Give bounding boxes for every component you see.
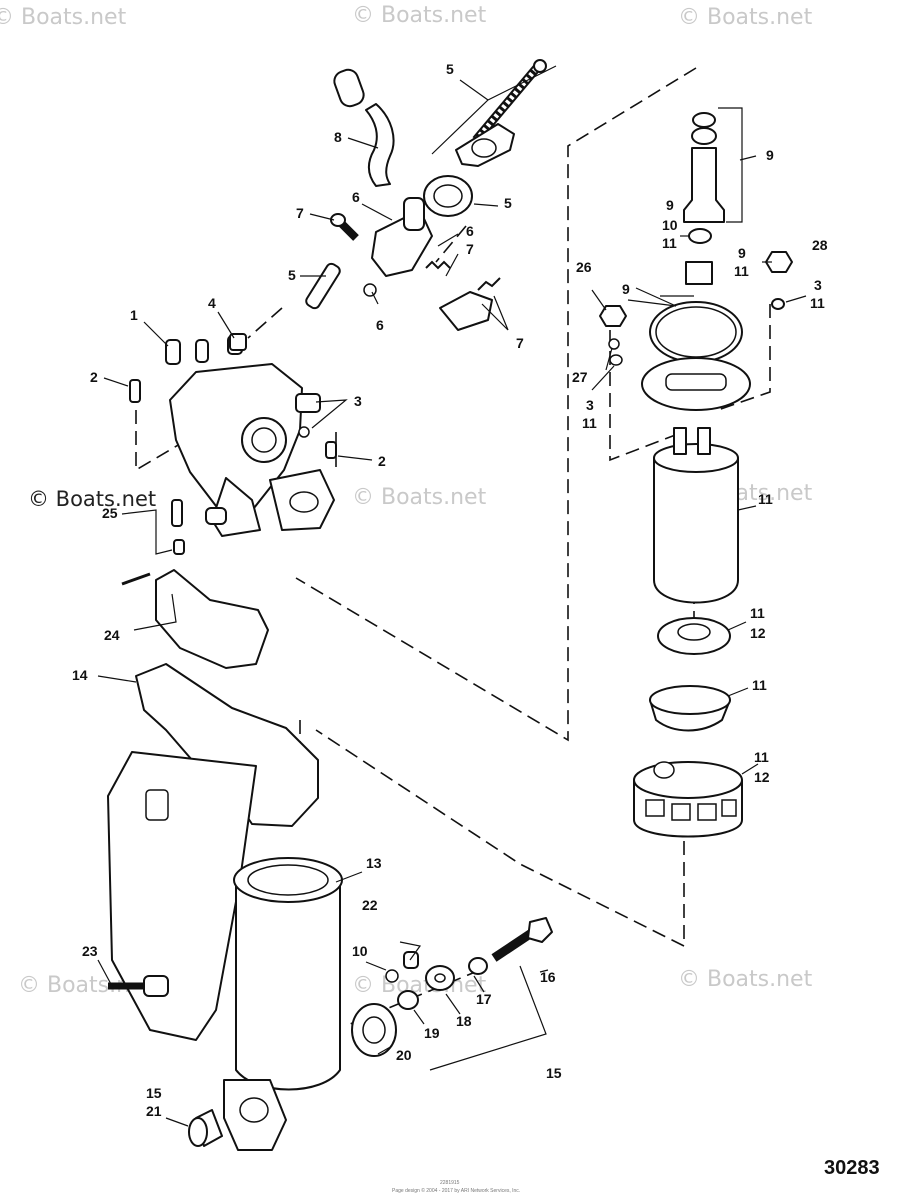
float-parts-24-25 — [121, 499, 269, 669]
callout-6-upper: 6 — [352, 189, 360, 205]
callout-14: 14 — [72, 667, 88, 683]
callout-15-kit: 15 — [546, 1065, 562, 1081]
mount-hardware-parts-16-22 — [351, 917, 553, 1057]
callout-7-screw: 7 — [296, 205, 304, 221]
callout-9-cover: 9 — [622, 281, 630, 297]
footer-line-2: Page design © 2004 - 2017 by ARI Network… — [392, 1187, 520, 1194]
hose-part-8 — [333, 68, 395, 187]
callout-3-lower: 3 — [586, 397, 594, 413]
callout-10-upper: 10 — [662, 217, 678, 233]
callout-11-pump: 11 — [758, 491, 773, 507]
fitting-parts-5 — [305, 59, 547, 310]
callout-9-fitting: 9 — [738, 245, 746, 261]
screw-parts-7 — [330, 213, 501, 331]
callout-12-upper: 12 — [750, 625, 766, 641]
electric-fuel-pump-parts — [599, 112, 793, 838]
callout-13: 13 — [366, 855, 382, 871]
callout-22: 22 — [362, 897, 378, 913]
callout-6-right: 6 — [466, 223, 474, 239]
callout-10-lower: 10 — [352, 943, 368, 959]
callout-1: 1 — [130, 307, 138, 323]
callout-19: 19 — [424, 1025, 440, 1041]
callout-4: 4 — [208, 295, 216, 311]
footer-line-1: 2281915 — [440, 1180, 460, 1186]
gasket-part-14 — [135, 663, 319, 827]
callout-20: 20 — [396, 1047, 412, 1063]
watermark-mid-center: © Boats.net — [352, 485, 487, 510]
callout-26: 26 — [576, 259, 592, 275]
callout-9-mid: 9 — [666, 197, 674, 213]
callout-11-c: 11 — [810, 295, 825, 311]
callout-2-left: 2 — [90, 369, 98, 385]
leader-lines — [97, 65, 807, 1127]
callout-23: 23 — [82, 943, 98, 959]
callout-17: 17 — [476, 991, 492, 1007]
callout-2-right: 2 — [378, 453, 386, 469]
callout-labels: 5 8 6 5 7 6 7 5 6 7 1 4 2 3 2 25 24 14 1… — [72, 61, 828, 1119]
callout-18: 18 — [456, 1013, 472, 1029]
watermark-top-center: © Boats.net — [352, 3, 487, 28]
vapor-separator-cover-part-1 — [165, 335, 335, 537]
callout-8: 8 — [334, 129, 342, 145]
drawing-id: 30283 — [824, 1157, 880, 1179]
callout-5-seal: 5 — [504, 195, 512, 211]
callout-11-d: 11 — [582, 415, 597, 431]
plug-parts-15-21 — [188, 1109, 223, 1147]
callout-12-lower: 12 — [754, 769, 770, 785]
callout-25: 25 — [102, 505, 118, 521]
callout-16: 16 — [540, 969, 556, 985]
callout-9-top: 9 — [766, 147, 774, 163]
watermark-top-left: © Boats.net — [0, 5, 127, 30]
callout-5-top: 5 — [446, 61, 454, 77]
callout-28: 28 — [812, 237, 828, 253]
callout-3-right: 3 — [814, 277, 822, 293]
callout-11-a: 11 — [662, 235, 677, 251]
callout-27: 27 — [572, 369, 588, 385]
callout-11-f: 11 — [752, 677, 767, 693]
watermark-low-right: © Boats.net — [678, 967, 813, 992]
callout-21: 21 — [146, 1103, 162, 1119]
fuel-pump-housing-part-13 — [107, 751, 343, 1151]
callout-24: 24 — [104, 627, 120, 643]
callout-3-center: 3 — [354, 393, 362, 409]
callout-6-oring: 6 — [376, 317, 384, 333]
callout-11-filter: 11 — [754, 749, 769, 765]
valve-part-6 — [363, 197, 433, 297]
watermark-top-right: © Boats.net — [678, 5, 813, 30]
watermark-low-center: © Boats.net — [352, 973, 487, 998]
watermark-mid-left: © Boats.net — [28, 487, 156, 511]
callout-7-right: 7 — [466, 241, 474, 257]
callout-11-b: 11 — [734, 263, 749, 279]
callout-11-e: 11 — [750, 605, 765, 621]
elbow-fitting-part-23 — [108, 975, 169, 997]
callout-7-clip: 7 — [516, 335, 524, 351]
callout-5-pin: 5 — [288, 267, 296, 283]
callout-15-plug: 15 — [146, 1085, 162, 1101]
